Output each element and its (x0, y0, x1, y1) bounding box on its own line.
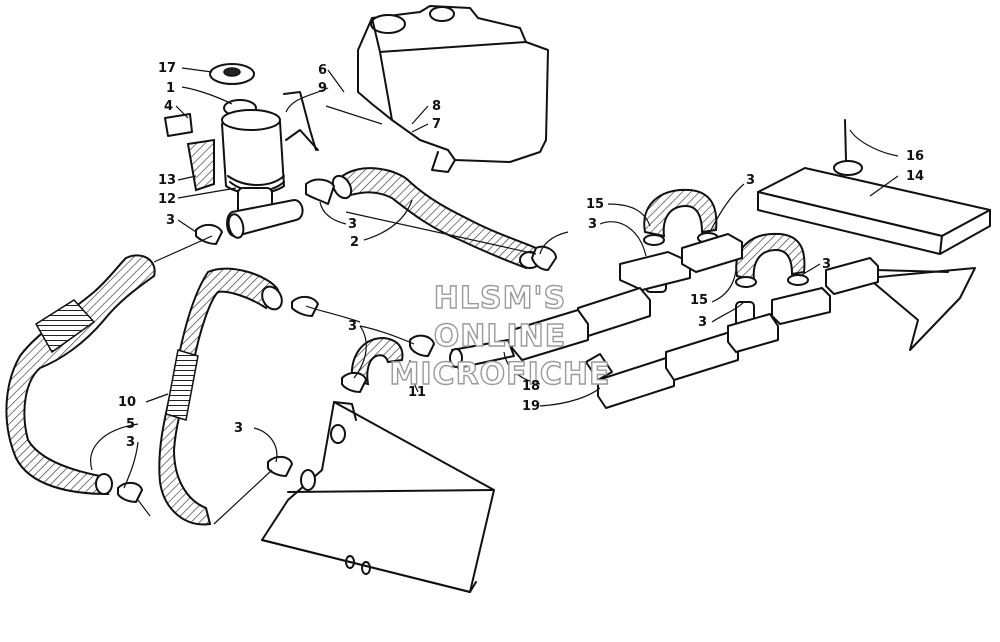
crossover-hose (341, 334, 515, 393)
tunnel-heat-exchanger (261, 401, 495, 593)
callout-19: 19 (522, 399, 540, 414)
callout-1: 1 (166, 81, 175, 96)
watermark: HLSM'S ONLINE MICROFICHE (389, 280, 611, 392)
callout-3-i: 3 (234, 421, 243, 436)
callout-17: 17 (158, 61, 176, 76)
callout-5: 5 (126, 417, 135, 432)
callout-18: 18 (522, 379, 540, 394)
watermark-line-1: HLSM'S (434, 281, 566, 316)
lower-coolant-hose-10 (158, 267, 319, 526)
callout-9: 9 (318, 81, 327, 96)
callout-4: 4 (164, 99, 173, 114)
callout-13: 13 (158, 173, 176, 188)
callout-11: 11 (408, 385, 426, 400)
callout-labels: 17 1 4 13 12 3 6 9 8 7 3 2 15 3 3 16 14 … (118, 61, 924, 450)
surge-tank-assembly (164, 63, 319, 239)
rear-heat-exchanger (757, 119, 991, 351)
callout-3-f: 3 (698, 315, 707, 330)
leader-lines (90, 67, 899, 525)
callout-3-e: 3 (822, 257, 831, 272)
callout-7: 7 (432, 117, 441, 132)
callout-3-h: 3 (126, 435, 135, 450)
coolant-reservoir (357, 5, 549, 173)
callout-15-a: 15 (586, 197, 604, 212)
callout-2: 2 (350, 235, 359, 250)
callout-8: 8 (432, 99, 441, 114)
callout-15-b: 15 (690, 293, 708, 308)
callout-12: 12 (158, 192, 176, 207)
callout-3-a: 3 (166, 213, 175, 228)
callout-14: 14 (906, 169, 924, 184)
lower-coolant-hose-5 (5, 254, 156, 503)
callout-3-d: 3 (746, 173, 755, 188)
callout-10: 10 (118, 395, 136, 410)
callout-3-b: 3 (348, 217, 357, 232)
callout-3-g: 3 (348, 319, 357, 334)
callout-3-c: 3 (588, 217, 597, 232)
clamps-upper (195, 224, 223, 245)
upper-coolant-hose (305, 167, 557, 271)
watermark-line-3: MICROFICHE (390, 357, 611, 392)
callout-6: 6 (318, 63, 327, 78)
rear-elbows (619, 188, 879, 333)
watermark-line-2: ONLINE (434, 319, 567, 354)
callout-16: 16 (906, 149, 924, 164)
